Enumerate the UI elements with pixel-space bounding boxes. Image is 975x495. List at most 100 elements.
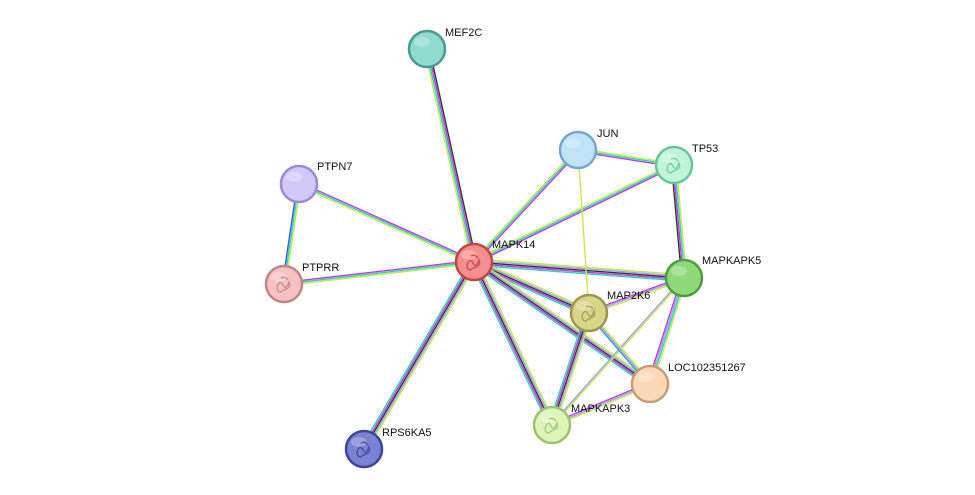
edge-mapk14-mef2c[interactable] [423,48,478,263]
edge-evidence-line [473,261,553,426]
node-mapkapk3[interactable]: MAPKAPK3 [532,403,630,445]
node-label: MAPKAPK5 [702,255,761,267]
node-label: MAPKAPK3 [571,403,630,415]
edge-evidence-line [475,258,653,382]
edge-evidence-line [360,260,472,448]
node-label: PTPN7 [317,161,352,173]
edge-evidence-line [363,261,475,450]
node-jun[interactable]: JUN [558,128,618,170]
edge-mapk14-ptpn7[interactable] [298,181,475,265]
edge-evidence-line [472,162,674,262]
node-circle[interactable] [664,258,704,298]
protein-structure-icon [544,417,559,434]
edge-mapkapk5-mapkapk3[interactable] [550,277,686,426]
edge-mapk14-map2k6[interactable] [472,258,591,317]
node-circle[interactable] [344,429,384,469]
edge-evidence-line [283,261,475,285]
edge-mapk14-rps6ka5[interactable] [360,260,478,451]
edge-evidence-line [471,264,649,388]
node-loc102351267[interactable]: LOC102351267 [630,362,746,404]
edge-map2k6-mapkapk3[interactable] [548,311,593,427]
node-label: LOC102351267 [668,362,746,374]
edge-evidence-line [473,262,684,281]
node-highlight [565,138,581,148]
node-highlight [286,172,302,182]
node-circle[interactable] [264,264,304,304]
node-ptprr[interactable]: PTPRR [264,262,339,304]
protein-structure-icon [356,441,371,458]
edge-evidence-line [473,164,675,263]
edge-evidence-line [473,261,651,385]
node-highlight [637,372,653,382]
edge-evidence-line [473,264,684,282]
edge-mapk14-loc102351267[interactable] [471,258,653,388]
edge-mapk14-mapkapk5[interactable] [473,258,685,282]
edge-evidence-line [552,313,592,426]
edge-evidence-line [474,259,685,278]
node-mapk14[interactable]: MAPK14 [454,239,535,282]
edge-evidence-line [551,312,590,426]
node-highlight [461,250,477,260]
edge-evidence-line [474,260,652,384]
edge-evidence-line [298,184,474,265]
node-tp53[interactable]: TP53 [654,143,718,185]
edge-evidence-line [366,263,478,451]
node-circle[interactable] [630,364,670,404]
edge-mapk14-jun[interactable] [472,148,580,264]
edge-evidence-line [552,278,686,426]
node-label: JUN [597,128,618,140]
edge-evidence-line [470,263,550,427]
edge-evidence-line [362,260,474,449]
edge-evidence-line [298,183,475,263]
node-mef2c[interactable]: MEF2C [407,27,482,69]
node-circle[interactable] [454,242,494,282]
node-rps6ka5[interactable]: RPS6KA5 [344,427,432,469]
edge-evidence-line [428,48,478,262]
protein-structure-icon [276,276,291,293]
node-highlight [671,266,687,276]
edge-mapk14-mapkapk3[interactable] [470,260,556,427]
node-label: MEF2C [445,27,482,39]
edge-evidence-line [425,49,474,263]
edge-jun-map2k6[interactable] [577,149,590,314]
edge-evidence-line [472,264,588,317]
edge-mapk14-ptprr[interactable] [283,259,475,287]
node-label: PTPRR [302,262,339,274]
node-label: MAP2K6 [607,290,650,302]
edge-evidence-line [473,149,579,263]
edge-evidence-line [548,311,587,425]
node-highlight [576,301,592,311]
node-circle[interactable] [558,130,598,170]
node-circle[interactable] [532,405,572,445]
edge-evidence-line [549,312,589,425]
edge-evidence-line [299,181,475,262]
node-ptpn7[interactable]: PTPN7 [279,161,352,204]
edge-evidence-line [472,262,650,386]
node-highlight [661,153,677,163]
node-mapkapk5[interactable]: MAPKAPK5 [664,255,761,298]
node-highlight [351,437,367,447]
node-highlight [539,413,555,423]
node-map2k6[interactable]: MAP2K6 [569,290,650,333]
node-circle[interactable] [569,293,609,333]
node-circle[interactable] [407,29,447,69]
node-circle[interactable] [654,145,694,185]
edge-mapk14-tp53[interactable] [472,162,676,265]
edge-evidence-line [283,259,474,284]
edge-evidence-line [554,313,593,427]
edge-evidence-line [474,150,580,264]
edge-evidence-line [284,262,475,287]
edge-evidence-line [475,258,591,311]
edge-evidence-line [364,262,476,451]
edge-evidence-line [474,258,685,276]
edge-evidence-line [476,260,556,424]
node-highlight [414,37,430,47]
node-circle[interactable] [279,164,319,204]
node-label: TP53 [692,143,718,155]
edge-evidence-line [473,261,685,279]
edge-evidence-line [427,48,476,262]
node-highlight [271,272,287,282]
edge-evidence-line [577,149,590,314]
edge-evidence-line [471,262,552,426]
